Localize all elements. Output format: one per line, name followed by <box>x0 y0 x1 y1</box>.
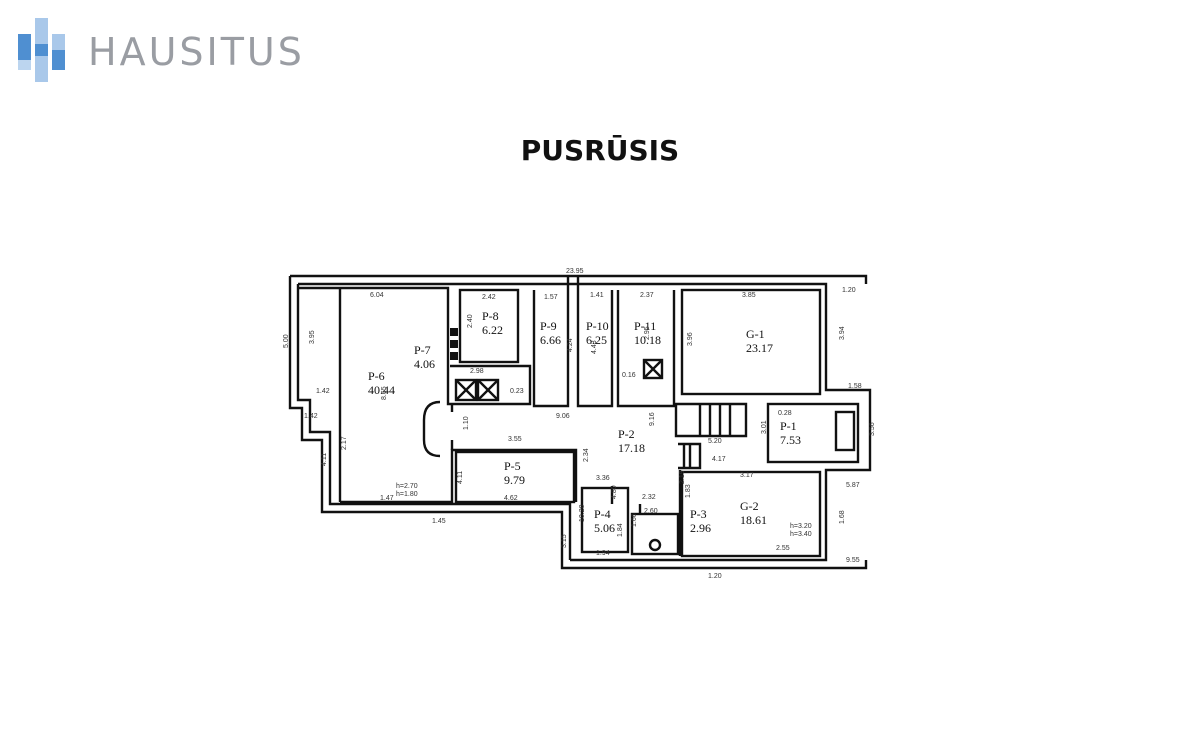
dimension-label: 1.58 <box>848 383 862 390</box>
height-note: h=2.70 <box>396 483 418 490</box>
dimension-label: 3.01 <box>761 420 768 434</box>
dimension-label: 10.20 <box>579 504 586 522</box>
room-area-g-1: 23.17 <box>746 341 773 355</box>
height-note: h=3.20 <box>790 523 812 530</box>
dimension-label: 3.85 <box>742 292 756 299</box>
dimension-label: 3.56 <box>869 422 876 436</box>
dimension-label: 2.34 <box>583 448 590 462</box>
dimension-label: 3.36 <box>596 475 610 482</box>
dimension-label: 23.95 <box>566 268 584 275</box>
room-code-p-11: P-11 <box>634 319 656 333</box>
room-code-g-1: G-1 <box>746 327 765 341</box>
dimension-label: 3.17 <box>740 472 754 479</box>
dimension-label: 4.17 <box>712 456 726 463</box>
room-code-p-10: P-10 <box>586 319 609 333</box>
floor-plan-walls <box>288 274 872 570</box>
dimension-label: 1.83 <box>685 484 692 498</box>
dimension-label: 4.62 <box>504 495 518 502</box>
dimension-label: 2.32 <box>642 494 656 501</box>
dimension-label: 9.06 <box>556 413 570 420</box>
room-code-p-7: P-7 <box>414 343 431 357</box>
room-area-p-5: 9.79 <box>504 473 525 487</box>
dimension-label: 4.80 <box>611 485 618 499</box>
room-code-p-6: P-6 <box>368 369 385 383</box>
dimension-label: 2.95 <box>644 326 651 340</box>
dimension-label: 6.04 <box>370 292 384 299</box>
dimension-label: 1.10 <box>463 416 470 430</box>
dimension-label: 2.55 <box>776 545 790 552</box>
height-note: h=3.40 <box>790 531 812 538</box>
dimension-label: 1.66 <box>631 513 638 527</box>
room-code-p-1: P-1 <box>780 419 797 433</box>
room-code-p-9: P-9 <box>540 319 557 333</box>
dimension-label: 1.20 <box>708 573 722 580</box>
room-code-p-3: P-3 <box>690 507 707 521</box>
dimension-label: 2.40 <box>467 314 474 328</box>
room-area-p-7: 4.06 <box>414 357 435 371</box>
dimension-label: 2.60 <box>644 508 658 515</box>
dimension-label: 5.00 <box>283 334 290 348</box>
room-area-p-3: 2.96 <box>690 521 711 535</box>
hausitus-logo-icon <box>18 18 65 82</box>
dimension-label: 1.42 <box>304 413 318 420</box>
room-area-p-8: 6.22 <box>482 323 503 337</box>
hatch-marks <box>450 328 458 360</box>
hausitus-logo: HAUSITUS <box>18 18 305 86</box>
dimension-label: 5.87 <box>846 482 860 489</box>
dimension-label: 2.42 <box>482 294 496 301</box>
room-area-p-6: 40.44 <box>368 383 395 397</box>
dimension-label: 1.47 <box>380 495 394 502</box>
dimension-label: 4.24 <box>567 338 574 352</box>
dimension-label: 1.41 <box>590 292 604 299</box>
dimension-label: 1.57 <box>544 294 558 301</box>
dimension-label: 9.55 <box>846 557 860 564</box>
dimension-labels: 23.95 6.04 2.42 1.57 1.41 2.37 3.85 1.20 5.00 3.9… <box>283 268 876 580</box>
room-area-g-2: 18.61 <box>740 513 767 527</box>
room-area-p-11: 10.18 <box>634 333 661 347</box>
dimension-label: 2.98 <box>470 368 484 375</box>
dimension-label: 0.16 <box>622 372 636 379</box>
dimension-label: 0.23 <box>510 388 524 395</box>
dimension-label: 3.95 <box>309 330 316 344</box>
room-code-p-2: P-2 <box>618 427 635 441</box>
dimension-label: 1.42 <box>316 388 330 395</box>
dimension-label: 5.20 <box>708 438 722 445</box>
dimension-label: 3.94 <box>839 326 846 340</box>
room-area-p-9: 6.66 <box>540 333 561 347</box>
dimension-label: 1.45 <box>432 518 446 525</box>
dimension-label: 3.96 <box>687 332 694 346</box>
dimension-label: 3.55 <box>508 436 522 443</box>
room-area-p-1: 7.53 <box>780 433 801 447</box>
room-code-p-8: P-8 <box>482 309 499 323</box>
dimension-label: 4.11 <box>457 471 464 484</box>
height-note: h=1.80 <box>396 491 418 498</box>
dimension-label: 0.28 <box>778 410 792 417</box>
room-code-p-4: P-4 <box>594 507 611 521</box>
dimension-label: 4.11 <box>321 453 328 466</box>
room-code-p-5: P-5 <box>504 459 521 473</box>
page-title: PUSRŪSIS <box>520 134 680 167</box>
room-code-g-2: G-2 <box>740 499 759 513</box>
dimension-label: 8.65 <box>381 386 388 400</box>
dimension-label: 4.43 <box>591 340 598 354</box>
dimension-label: 3.15 <box>561 534 568 548</box>
dimension-label: 9.16 <box>649 412 656 426</box>
dimension-label: 1.68 <box>839 510 846 524</box>
logo-wordmark: HAUSITUS <box>88 30 305 74</box>
dimension-label: 2.37 <box>640 292 654 299</box>
dimension-label: 1.84 <box>617 523 624 537</box>
dimension-label: 2.19 <box>679 470 686 484</box>
room-area-p-4: 5.06 <box>594 521 615 535</box>
dimension-label: 1.94 <box>596 550 610 557</box>
room-area-p-10: 6.25 <box>586 333 607 347</box>
dimension-label: 1.20 <box>842 287 856 294</box>
dimension-label: 2.17 <box>341 436 348 450</box>
room-area-p-2: 17.18 <box>618 441 645 455</box>
